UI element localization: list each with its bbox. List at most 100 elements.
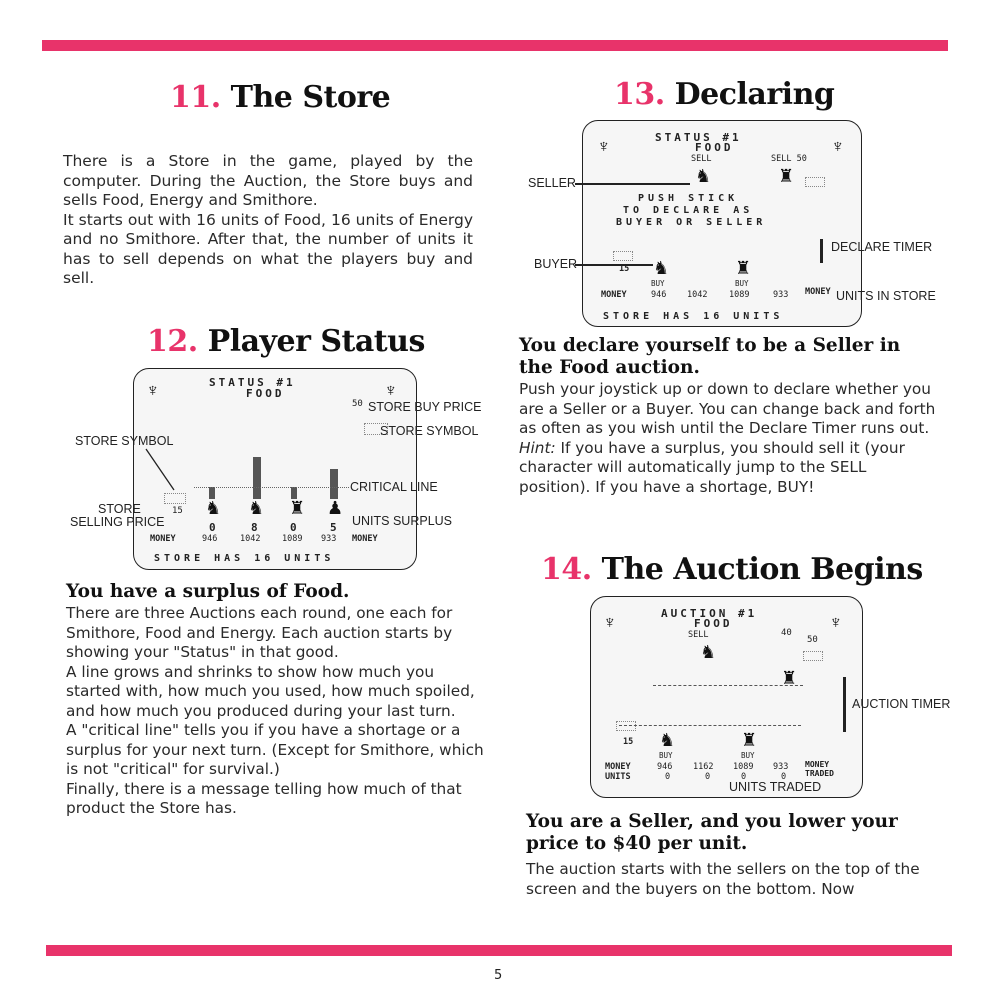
top-accent-bar [42,40,948,51]
section-14-heading: 14. The Auction Begins [541,552,923,587]
money-traded-label: MONEY [805,760,830,769]
status-alien-icon: ♆ [831,136,845,156]
prompt-line: TO DECLARE AS [623,205,754,216]
section-title: Player Status [207,324,426,359]
auction-screen: ♆ ♆ AUCTION #1 FOOD SELL 40 50 ♞ ♜ 15 ♞ … [590,596,863,798]
section-number: 11. [170,80,221,115]
units-surplus: 8 [251,521,261,534]
units-surplus: 0 [290,521,300,534]
declare-timer-bar [820,239,823,263]
money-value: 946 [202,534,218,544]
units-surplus: 0 [209,521,219,534]
section-14-subhead: You are a Seller, and you lower your pri… [526,811,898,854]
money-label: MONEY [352,534,378,544]
callout-store-symbol: STORE SYMBOL [380,424,479,438]
money-traded-label: TRADED [805,769,834,778]
money-label: MONEY [605,762,631,772]
units-value: 0 [781,772,787,782]
callout-store-selling-price: SELLING PRICE [70,515,165,529]
buy-label: BUY [741,751,755,760]
player-mule-icon: ♜ [289,498,306,518]
money-label: MONEY [805,287,831,297]
player-mule-icon: ♞ [700,642,717,662]
store-sell-label: SELL 50 [771,154,807,164]
store-status-message: STORE HAS 16 UNITS [603,311,784,322]
player-status-screen: ♆ ♆ STATUS #1 FOOD 50 15 ♞ ♞ ♜ ♟ 0 8 0 5… [133,368,417,570]
player-mule-icon: ♞ [695,166,712,186]
screen-title: AUCTION #1 [661,607,758,620]
player-mule-icon: ♞ [659,730,676,750]
buy-price-line [619,725,801,726]
money-value: 933 [773,290,789,300]
section-title: Declaring [674,77,835,112]
prompt-line: PUSH STICK [638,193,739,204]
paragraph: Finally, there is a message telling how … [66,779,462,818]
bottom-accent-bar [46,945,952,956]
section-title: The Auction Begins [601,552,924,587]
paragraph: There are three Auctions each round, one… [66,604,453,661]
paragraph: There is a Store in the game, played by … [63,152,473,209]
money-value: 946 [651,290,667,300]
callout-buyer: BUYER [534,257,578,271]
store-building-icon [616,721,636,731]
current-price: 40 [781,628,792,638]
units-label: UNITS [605,772,631,782]
store-qty: 15 [619,264,630,274]
section-14-body: The auction starts with the sellers on t… [526,860,944,899]
section-13-subhead: You declare yourself to be a Seller in t… [519,335,901,378]
callout-store-buy-price: STORE BUY PRICE [368,400,482,414]
section-number: 14. [541,552,592,587]
units-surplus: 5 [330,521,340,534]
store-building-icon [805,177,825,187]
player-mule-icon: ♜ [741,730,758,750]
hint-text: If you have a surplus, you should sell i… [519,438,905,496]
store-building-icon [803,651,823,661]
store-qty: 15 [623,737,634,747]
screen-subtitle: FOOD [246,387,285,400]
hint-label: Hint: [519,438,556,457]
store-building-icon: ♜ [778,166,795,186]
section-12-body: There are three Auctions each round, one… [66,604,484,819]
status-bar [253,457,261,499]
paragraph: It starts out with 16 units of Food, 16 … [63,210,473,288]
callout-leader-line [575,183,690,185]
player-mule-icon: ♞ [653,258,670,278]
section-number: 12. [147,324,198,359]
screen-subtitle: FOOD [695,141,734,154]
store-status-message: STORE HAS 16 UNITS [154,553,335,564]
section-13-body: Push your joystick up or down to declare… [519,380,937,497]
money-value: 1089 [729,290,750,300]
buy-label: BUY [651,279,665,288]
section-number: 13. [614,77,665,112]
store-building-icon [164,493,186,504]
status-alien-icon: ♆ [146,380,160,400]
money-value: 1042 [687,290,708,300]
callout-leader-line [575,264,653,266]
status-alien-icon: ♆ [829,612,843,632]
money-value: 933 [321,534,337,544]
section-11-body: There is a Store in the game, played by … [63,152,473,289]
money-label: MONEY [150,534,176,544]
money-value: 1089 [282,534,303,544]
store-building-icon [364,423,388,435]
player-mule-icon: ♟ [327,498,344,518]
sell-label: SELL [688,630,709,640]
section-title: The Store [230,80,391,115]
units-value: 0 [705,772,711,782]
paragraph: Hint: If you have a surplus, you should … [519,439,937,498]
money-value: 1089 [733,762,754,772]
auction-timer-bar [843,677,846,732]
store-building-icon: ♜ [781,668,798,688]
callout-units-surplus: UNITS SURPLUS [352,514,453,528]
player-mule-icon: ♞ [205,498,222,518]
callout-units-in-store: UNITS IN STORE [836,289,936,303]
sell-label: SELL [691,154,712,164]
callout-seller: SELLER [528,176,576,190]
paragraph: Push your joystick up or down to declare… [519,380,936,437]
section-11-heading: 11. The Store [170,80,391,115]
status-bar [291,487,297,499]
callout-auction-timer: AUCTION TIMER [852,697,951,711]
status-bar [330,469,338,499]
screen-title: STATUS #1 [655,131,742,144]
money-value: 1162 [693,762,714,772]
